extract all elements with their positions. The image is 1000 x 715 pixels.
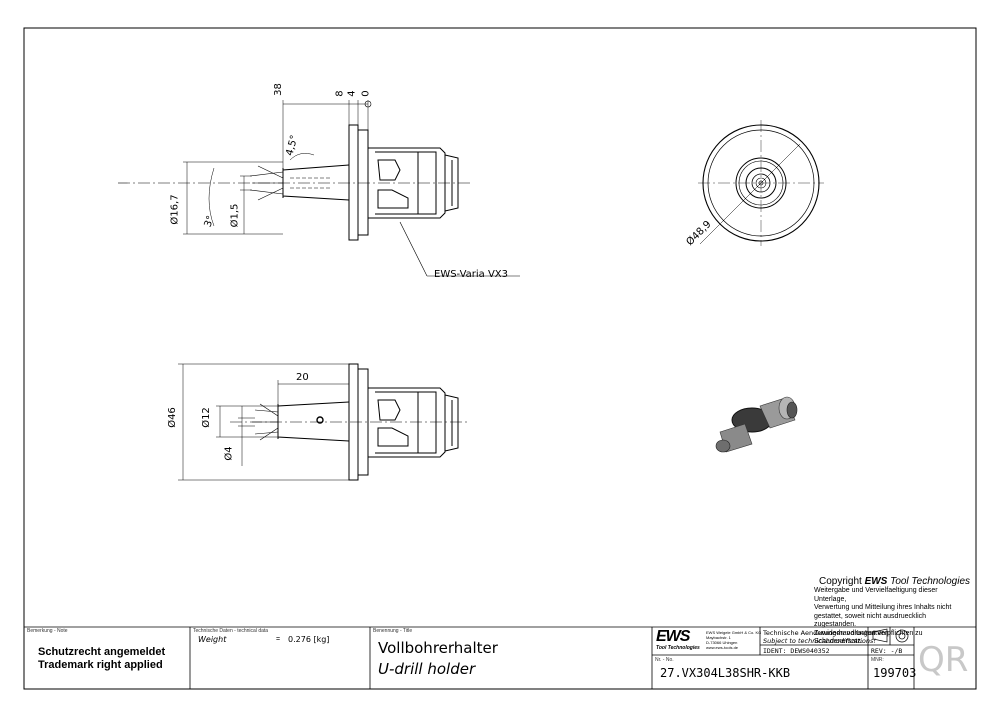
drawing-title-de: Vollbohrerhalter bbox=[378, 639, 498, 657]
company-address: EWS Weigele GmbH & Co. KG Maybachstr. 1 … bbox=[706, 630, 761, 650]
drawing-title-en: U-drill holder bbox=[378, 660, 476, 678]
qr-placeholder: QR bbox=[918, 640, 969, 680]
copyright-line: gestattet, soweit nicht ausdruecklich zu… bbox=[814, 612, 927, 629]
rev-label: REV: bbox=[871, 647, 887, 655]
dim-4: 4 bbox=[346, 90, 358, 97]
company-line: www.ews-tools.de bbox=[706, 645, 739, 650]
ident-value: DEWS040352 bbox=[790, 647, 830, 655]
copyright-brand: EWS bbox=[864, 576, 888, 587]
weight-value: 0.276 [kg] bbox=[288, 635, 330, 644]
copyright-title: Copyright EWS Tool Technologies bbox=[800, 576, 970, 587]
material-label: MNR: bbox=[871, 657, 884, 663]
callout-label: EWS-Varia VX3 bbox=[434, 269, 509, 280]
dim-38: 38 bbox=[272, 83, 284, 96]
rev: REV: -/B bbox=[871, 647, 902, 655]
ews-logo: EWS Tool Technologies bbox=[656, 628, 704, 652]
iso-view bbox=[715, 396, 798, 453]
material-number: 199703 bbox=[873, 666, 917, 680]
logo-sub: Tool Technologies bbox=[656, 645, 700, 651]
company-line: Maybachstr. 1 bbox=[706, 635, 731, 640]
drawing-frame bbox=[23, 27, 977, 690]
copyright-line: Weitergabe und Vervielfaeltigung dieser … bbox=[814, 587, 938, 603]
dim-dia-12: Ø12 bbox=[200, 407, 212, 428]
ident-label: IDENT: bbox=[763, 647, 787, 655]
dim-20: 20 bbox=[296, 372, 309, 383]
dim-dia-46: Ø46 bbox=[166, 407, 178, 428]
dim-dia-15: Ø1,5 bbox=[229, 203, 241, 228]
copyright-line: Zuwiderhandlungen verpflichten zu Schade… bbox=[814, 629, 923, 646]
part-number: 27.VX304L38SHR-KKB bbox=[660, 666, 791, 680]
change-note-de: Technische Aenderungen vorbehalten! bbox=[763, 629, 889, 637]
copyright-suffix: Tool Technologies bbox=[887, 576, 970, 587]
side-view bbox=[118, 100, 520, 277]
company-line: D-73066 Uhingen bbox=[706, 640, 738, 645]
note-label: Bemerkung - Note bbox=[27, 628, 68, 634]
copyright-block: Copyright EWS Tool Technologies Weiterga… bbox=[800, 576, 970, 647]
company-line: EWS Weigele GmbH & Co. KG bbox=[706, 630, 762, 635]
dim-dia-4: Ø4 bbox=[223, 446, 235, 461]
title-block-lines bbox=[24, 626, 976, 689]
note-line-1: Schutzrecht angemeldet bbox=[38, 646, 166, 658]
dim-0: 0 bbox=[360, 90, 372, 97]
lower-view bbox=[178, 363, 470, 481]
weight-equals: = bbox=[276, 636, 281, 643]
ident: IDENT: DEWS040352 bbox=[763, 647, 830, 655]
note-line-2: Trademark right applied bbox=[38, 659, 163, 671]
tech-data-label: Technische Daten - technical data bbox=[193, 628, 269, 634]
dim-8: 8 bbox=[334, 90, 346, 97]
weight-label: Weight bbox=[198, 635, 227, 644]
rev-value: -/B bbox=[890, 647, 903, 655]
title-label: Benennung - Title bbox=[373, 628, 413, 634]
front-view bbox=[698, 120, 824, 246]
change-note-en: Subject to technical modifications! bbox=[763, 637, 876, 645]
nr-label: Nr. - No. bbox=[655, 657, 674, 663]
logo-text: EWS bbox=[656, 628, 690, 645]
copyright-prefix: Copyright bbox=[818, 576, 865, 587]
dim-dia-167: Ø16,7 bbox=[169, 194, 181, 225]
copyright-line: Verwertung und Mitteilung ihres Inhalts … bbox=[814, 604, 952, 611]
